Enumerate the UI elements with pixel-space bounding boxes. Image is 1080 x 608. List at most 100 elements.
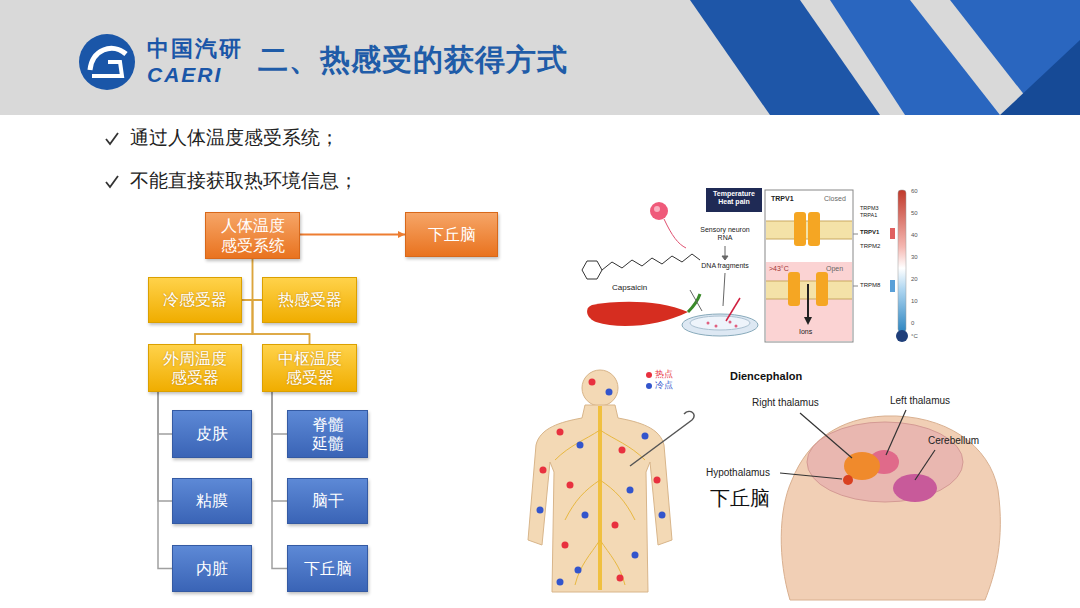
check-mark xyxy=(106,133,118,144)
scale-number: 20 xyxy=(911,276,918,283)
capsaicin-molecule xyxy=(582,254,700,279)
connector xyxy=(272,392,287,434)
logo-mark xyxy=(92,62,122,76)
thermometer xyxy=(890,190,908,342)
channel-panel xyxy=(765,190,858,342)
slide-title: 二、热感受的获得方式 xyxy=(258,42,568,78)
scale-number: 30 xyxy=(911,254,918,261)
figure-label: TRPV1 xyxy=(771,195,794,203)
probe xyxy=(630,420,692,466)
body-dots xyxy=(612,522,619,529)
check-mark xyxy=(106,176,118,187)
chili-pepper xyxy=(587,302,688,326)
body-figure xyxy=(600,430,645,460)
probe xyxy=(630,412,694,466)
brain-illustration xyxy=(843,475,853,485)
leader-line xyxy=(915,450,935,480)
body-dots xyxy=(537,507,544,514)
body-figure xyxy=(528,405,672,592)
box-text: 内脏 xyxy=(196,559,228,578)
process-box: 人体温度 感受系统 xyxy=(205,212,300,259)
connector xyxy=(272,392,287,501)
leader-line xyxy=(800,413,852,458)
figure-label: Sensory neuron RNA xyxy=(695,226,755,243)
box-text: 下丘脑 xyxy=(304,559,352,578)
process-box: 皮肤 xyxy=(172,410,252,458)
body-dots xyxy=(606,389,613,396)
body-dots xyxy=(659,512,666,519)
body-dots xyxy=(642,433,649,440)
box-text: 冷感受器 xyxy=(163,290,227,309)
connector xyxy=(158,392,172,569)
petri-dish xyxy=(682,314,758,336)
body-dots xyxy=(557,579,564,586)
figure-label: DNA fragments xyxy=(685,262,765,270)
header-band xyxy=(1000,40,1080,115)
figure-label: Ions xyxy=(799,328,812,336)
logo-text: CAERI xyxy=(147,62,222,87)
process-box: 热感受器 xyxy=(262,277,357,323)
part-label: Hypothalamus xyxy=(706,467,770,479)
connector xyxy=(272,392,287,569)
process-box: 中枢温度 感受器 xyxy=(262,344,357,392)
process-box: 冷感受器 xyxy=(148,277,242,323)
scale-number: 50 xyxy=(911,210,918,217)
part-label: 下丘脑 xyxy=(710,486,770,510)
box-text: 粘膜 xyxy=(196,491,228,510)
flow-arrow xyxy=(722,256,728,260)
flow-arrow xyxy=(690,246,728,311)
body-dots xyxy=(537,379,666,586)
header-band xyxy=(0,0,1080,115)
body-dots xyxy=(562,542,569,549)
body-dots xyxy=(589,379,596,386)
process-box: 脊髓 延髓 xyxy=(287,410,368,458)
legend-text: 热点 xyxy=(655,369,673,380)
channel-panel xyxy=(807,284,809,318)
process-box: 下丘脑 xyxy=(287,545,368,592)
neuron-cell xyxy=(664,219,686,248)
chili-pepper xyxy=(587,294,700,326)
legend-text: 冷点 xyxy=(655,380,673,391)
neuron-cell xyxy=(650,202,686,248)
leader-line xyxy=(780,473,842,479)
petri-dish xyxy=(726,298,740,321)
body-dots xyxy=(627,487,634,494)
box-text: 外周温度 感受器 xyxy=(155,349,235,387)
process-box: 内脏 xyxy=(172,545,252,592)
bullet-text: 通过人体温度感受系统； xyxy=(130,127,339,150)
capsaicin-molecule xyxy=(582,261,602,279)
legend-swatch xyxy=(646,372,652,378)
body-dots xyxy=(619,447,626,454)
channel-panel xyxy=(804,317,812,325)
figure-label: Temperature Heat pain xyxy=(707,190,761,207)
heat-pain-box xyxy=(706,188,762,212)
scale-number: 60 xyxy=(911,188,918,195)
body-dots xyxy=(557,429,564,436)
petri-dish xyxy=(690,316,750,330)
bullet-text: 不能直接获取热环境信息； xyxy=(130,170,358,193)
channel-panel xyxy=(766,281,852,282)
box-text: 人体温度 感受系统 xyxy=(212,216,293,254)
part-label: Cerebellum xyxy=(928,435,979,447)
figure-label: Capsaicin xyxy=(612,283,647,293)
petri-dish xyxy=(682,298,758,336)
channel-panel xyxy=(816,272,828,306)
box-text: 皮肤 xyxy=(196,424,228,443)
figure-label: TRPM3 TRPA1 xyxy=(860,205,889,218)
probe xyxy=(684,412,694,420)
brain-illustration xyxy=(807,422,963,502)
connector xyxy=(158,392,172,501)
flow-arrow xyxy=(690,290,702,311)
box-text: 热感受器 xyxy=(278,290,342,309)
body-dots xyxy=(540,467,547,474)
flow-arrow xyxy=(723,273,725,306)
body-figure xyxy=(582,370,618,406)
box-text: 下丘脑 xyxy=(428,225,476,244)
process-box: 脑干 xyxy=(287,478,368,524)
connector xyxy=(242,259,253,300)
figure-label: >43°C xyxy=(769,265,789,273)
body-figure xyxy=(600,540,625,585)
body-dots xyxy=(632,552,639,559)
body-figure xyxy=(598,406,602,590)
channel-panel xyxy=(766,262,852,341)
